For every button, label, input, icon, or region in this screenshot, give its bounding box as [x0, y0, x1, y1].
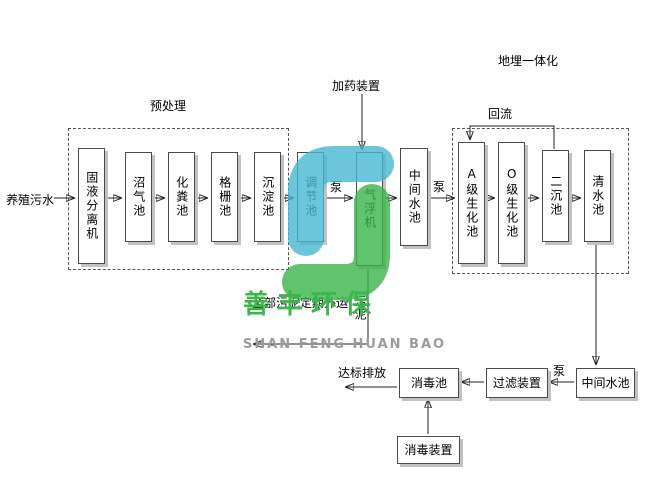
pump-label-1: 泵 [330, 180, 343, 194]
reflux-line [470, 125, 555, 149]
buried-integration-label: 地埋一体化 [498, 54, 559, 68]
box-mid-pool-1: 中间水池 [400, 148, 428, 246]
pump-label-3: 泵 [553, 364, 566, 378]
pretreatment-label: 预处理 [150, 99, 187, 113]
dosing-device-label: 加药装置 [332, 79, 381, 93]
box-solid-liquid-separator: 固液分离机 [78, 148, 105, 264]
box-air-flotation: 气浮机 [356, 152, 383, 266]
box-disinfect-pool: 消毒池 [399, 368, 459, 398]
box-mid-pool-2: 中间水池 [576, 368, 635, 398]
box-secondary-sed-pool: 二沉池 [542, 150, 569, 242]
box-o-bio-pool: O级生化池 [498, 142, 525, 264]
box-grid-pool: 格栅池 [211, 152, 238, 242]
box-biogas-pool: 沼气池 [125, 152, 152, 242]
box-a-bio-pool: A级生化池 [458, 142, 485, 264]
box-disinfect-device: 消毒装置 [397, 436, 460, 464]
box-sedimentation-pool: 沉淀池 [254, 152, 281, 242]
sludge-note: 全部污泥定期外运 [252, 296, 349, 310]
box-septic-pool: 化粪池 [168, 152, 195, 242]
sludge-label: 污泥 [353, 295, 367, 321]
box-filter-device: 过滤装置 [486, 368, 548, 398]
influent-label: 养殖污水 [6, 193, 55, 207]
box-regulating-pool: 调节池 [297, 152, 324, 242]
reflux-label: 回流 [488, 107, 513, 121]
discharge-label: 达标排放 [338, 366, 387, 380]
pump-label-2: 泵 [433, 180, 446, 194]
box-clear-water-pool: 清水池 [584, 150, 611, 242]
